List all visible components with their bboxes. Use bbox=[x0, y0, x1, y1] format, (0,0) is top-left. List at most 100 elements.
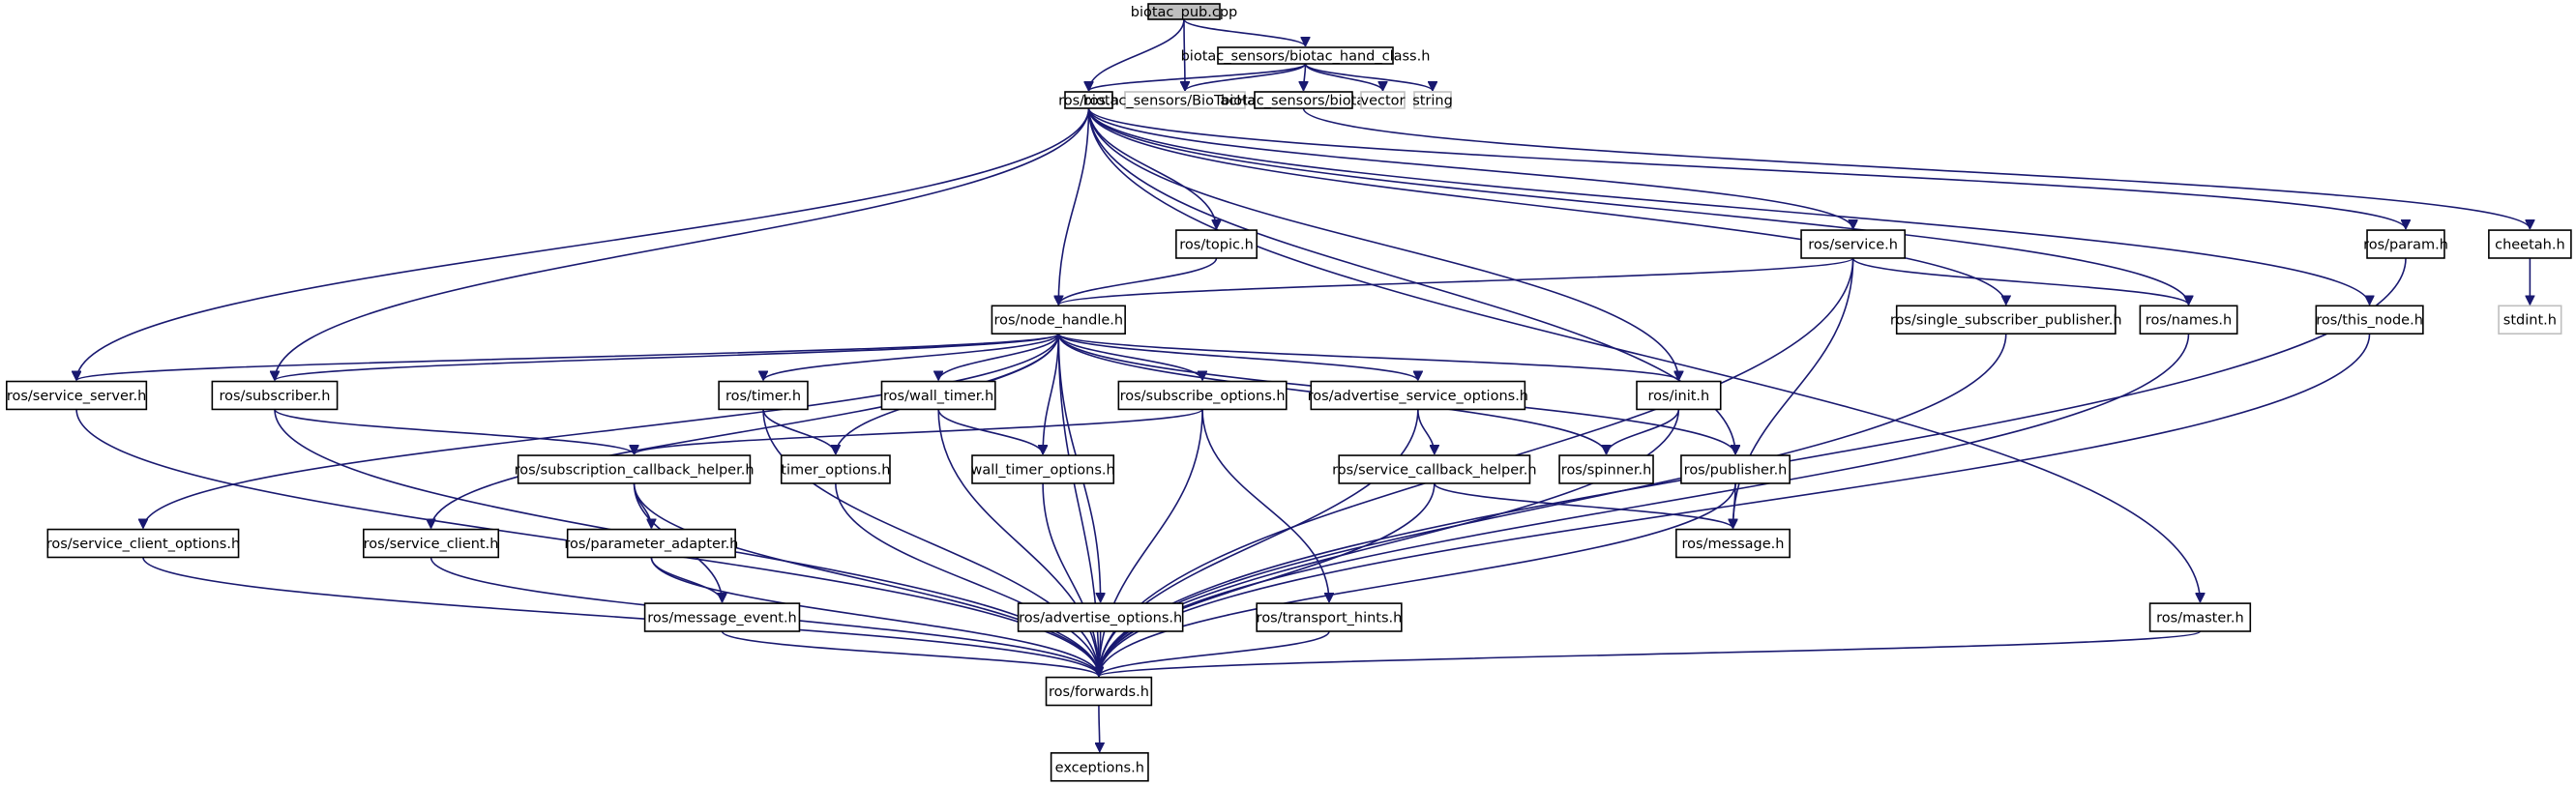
node-label: ros/message.h bbox=[1682, 537, 1785, 552]
graph-node[interactable]: ros/message.h bbox=[1675, 528, 1791, 559]
edge-n1-to-n4 bbox=[1304, 63, 1306, 91]
graph-node[interactable]: wall_timer_options.h bbox=[971, 454, 1115, 484]
graph-node[interactable]: biotac_sensors/biotac_hand_class.h bbox=[1181, 46, 1431, 65]
edge-n11-to-n21 bbox=[1057, 333, 1418, 382]
node-box bbox=[2148, 602, 2252, 632]
node-label: biotac_pub.cpp bbox=[1131, 5, 1238, 20]
node-box bbox=[1147, 3, 1221, 20]
node-box bbox=[1558, 454, 1654, 484]
node-box bbox=[1050, 752, 1149, 782]
graph-node[interactable]: ros/service.h bbox=[1800, 229, 1906, 259]
graph-node[interactable]: biotac_sensors/biotac.h bbox=[1221, 91, 1386, 109]
node-label: ros/service.h bbox=[1808, 238, 1898, 253]
graph-node[interactable]: ros/single_subscriber_publisher.h bbox=[1890, 305, 2122, 335]
graph-node[interactable]: ros/subscription_callback_helper.h bbox=[515, 454, 755, 484]
graph-node[interactable]: exceptions.h bbox=[1050, 752, 1149, 782]
node-label: ros/spinner.h bbox=[1561, 462, 1651, 478]
edge-n8-to-n13 bbox=[1851, 257, 2189, 306]
edge-n19-to-n37 bbox=[937, 409, 1099, 676]
node-label: ros/service_callback_helper.h bbox=[1332, 462, 1536, 478]
graph-node[interactable]: ros/service_client.h bbox=[363, 528, 500, 559]
edge-n20-to-n23 bbox=[635, 408, 1203, 455]
edge-n29-to-n37 bbox=[142, 557, 1099, 677]
edge-n18-to-n24 bbox=[762, 409, 836, 455]
graph-node[interactable]: ros/service_callback_helper.h bbox=[1332, 454, 1537, 484]
graph-node[interactable]: ros/init.h bbox=[1636, 380, 1722, 411]
edge-n31-to-n33 bbox=[650, 557, 722, 603]
graph-node[interactable]: ros/advertise_service_options.h bbox=[1308, 380, 1528, 411]
edge-n2-to-n16 bbox=[76, 107, 1090, 381]
edge-n1-to-n3 bbox=[1185, 63, 1307, 92]
edge-n23-to-n31 bbox=[633, 482, 652, 529]
node-label: ros/transport_hints.h bbox=[1257, 611, 1403, 626]
edge-n11-to-n16 bbox=[76, 333, 1060, 382]
graph-node[interactable]: ros/ros.h bbox=[1058, 91, 1119, 109]
edge-n37-to-n38 bbox=[1099, 705, 1100, 752]
graph-node[interactable]: ros/wall_timer.h bbox=[880, 380, 996, 411]
node-label: ros/subscribe_options.h bbox=[1120, 389, 1286, 404]
edge-n2-to-n12 bbox=[1087, 107, 2006, 305]
edge-n2-to-n36 bbox=[1087, 107, 2201, 602]
node-box bbox=[566, 528, 736, 559]
graph-node[interactable]: ros/publisher.h bbox=[1680, 454, 1791, 484]
graph-node[interactable]: ros/service_client_options.h bbox=[46, 528, 240, 559]
graph-node[interactable]: ros/forwards.h bbox=[1045, 676, 1153, 707]
node-box bbox=[2315, 305, 2424, 335]
node-box bbox=[6, 380, 148, 411]
node-box bbox=[1124, 91, 1246, 109]
edge-n22-to-n37 bbox=[1099, 409, 1680, 676]
graph-node[interactable]: ros/topic.h bbox=[1175, 229, 1258, 259]
node-box bbox=[1310, 380, 1526, 411]
graph-node[interactable]: ros/transport_hints.h bbox=[1256, 602, 1403, 632]
node-box bbox=[211, 380, 339, 411]
node-box bbox=[1338, 454, 1531, 484]
edge-n31-to-n37 bbox=[650, 557, 1099, 677]
edge-n19-to-n25 bbox=[937, 409, 1043, 455]
graph-node[interactable]: ros/parameter_adapter.h bbox=[564, 528, 738, 559]
node-box bbox=[1636, 380, 1722, 411]
edge-n11-to-n18 bbox=[763, 333, 1060, 382]
edge-n8-to-n11 bbox=[1058, 257, 1854, 306]
node-label: biotac_sensors/BioTacHand.h bbox=[1083, 94, 1288, 109]
node-box bbox=[1017, 602, 1184, 632]
edges-layer bbox=[76, 18, 2530, 752]
node-box bbox=[46, 528, 240, 559]
edge-n2-to-n8 bbox=[1087, 107, 1853, 230]
graph-node[interactable]: ros/spinner.h bbox=[1558, 454, 1654, 484]
node-label: cheetah.h bbox=[2495, 238, 2565, 253]
graph-node[interactable]: ros/names.h bbox=[2139, 305, 2238, 335]
node-label: ros/service_server.h bbox=[7, 389, 147, 404]
node-label: exceptions.h bbox=[1055, 760, 1144, 775]
node-label: ros/timer.h bbox=[725, 389, 801, 404]
graph-node[interactable]: ros/node_handle.h bbox=[991, 305, 1126, 335]
graph-node[interactable]: ros/param.h bbox=[2363, 229, 2448, 259]
node-label: ros/service_client_options.h bbox=[46, 537, 240, 552]
graph-node[interactable]: ros/subscribe_options.h bbox=[1117, 380, 1288, 411]
graph-node[interactable]: cheetah.h bbox=[2488, 229, 2572, 259]
graph-node[interactable]: ros/subscriber.h bbox=[211, 380, 339, 411]
graph-node[interactable]: biotac_pub.cpp bbox=[1131, 3, 1238, 20]
node-label: ros/parameter_adapter.h bbox=[564, 537, 738, 552]
edge-n2-to-n14 bbox=[1087, 107, 2370, 305]
node-label: ros/wall_timer.h bbox=[883, 389, 993, 404]
node-label: ros/message_event.h bbox=[647, 611, 796, 626]
graph-node[interactable]: ros/master.h bbox=[2148, 602, 2252, 632]
graph-node[interactable]: timer_options.h bbox=[780, 454, 891, 484]
node-label: ros/single_subscriber_publisher.h bbox=[1890, 313, 2122, 329]
graph-node[interactable]: ros/advertise_options.h bbox=[1017, 602, 1184, 632]
edge-n11-to-n29 bbox=[143, 334, 1060, 528]
edge-n2-to-n22 bbox=[1087, 107, 1679, 381]
graph-node[interactable]: ros/service_server.h bbox=[6, 380, 148, 411]
node-label: stdint.h bbox=[2503, 313, 2557, 329]
node-box bbox=[880, 380, 996, 411]
node-box bbox=[1254, 91, 1353, 109]
node-label: ros/publisher.h bbox=[1684, 462, 1788, 478]
graph-node[interactable]: ros/timer.h bbox=[718, 380, 809, 411]
graph-node[interactable]: ros/this_node.h bbox=[2315, 305, 2424, 335]
edge-n26-to-n32 bbox=[1434, 482, 1733, 530]
graph-node[interactable]: ros/message_event.h bbox=[643, 602, 801, 632]
node-label: ros/this_node.h bbox=[2316, 313, 2423, 329]
node-label: string bbox=[1412, 94, 1453, 109]
node-label: biotac_sensors/biotac_hand_class.h bbox=[1181, 49, 1431, 65]
node-label: ros/advertise_service_options.h bbox=[1308, 389, 1528, 404]
